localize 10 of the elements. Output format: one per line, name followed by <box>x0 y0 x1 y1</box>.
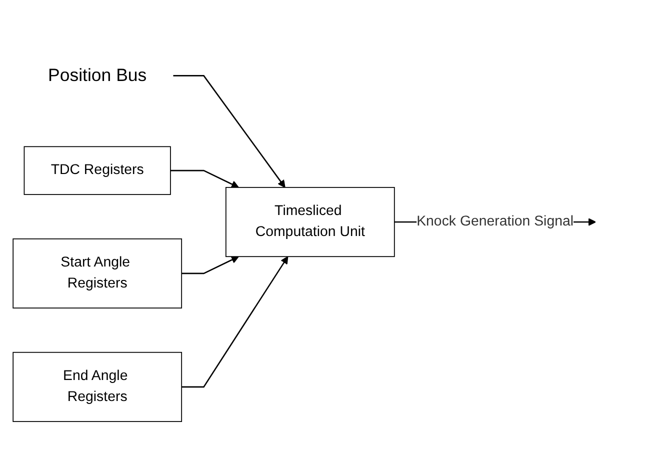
arrow <box>173 74 286 188</box>
node-box: TDC Registers <box>24 146 171 195</box>
edge-label: Knock Generation Signal <box>416 214 574 229</box>
node-text: Position Bus <box>48 66 147 86</box>
node-box: End Angle Registers <box>12 352 182 422</box>
arrow <box>170 170 239 188</box>
node-box: Timesliced Computation Unit <box>225 186 395 257</box>
arrow <box>182 256 239 274</box>
node-box: Start Angle Registers <box>12 238 182 308</box>
arrow <box>182 256 288 388</box>
